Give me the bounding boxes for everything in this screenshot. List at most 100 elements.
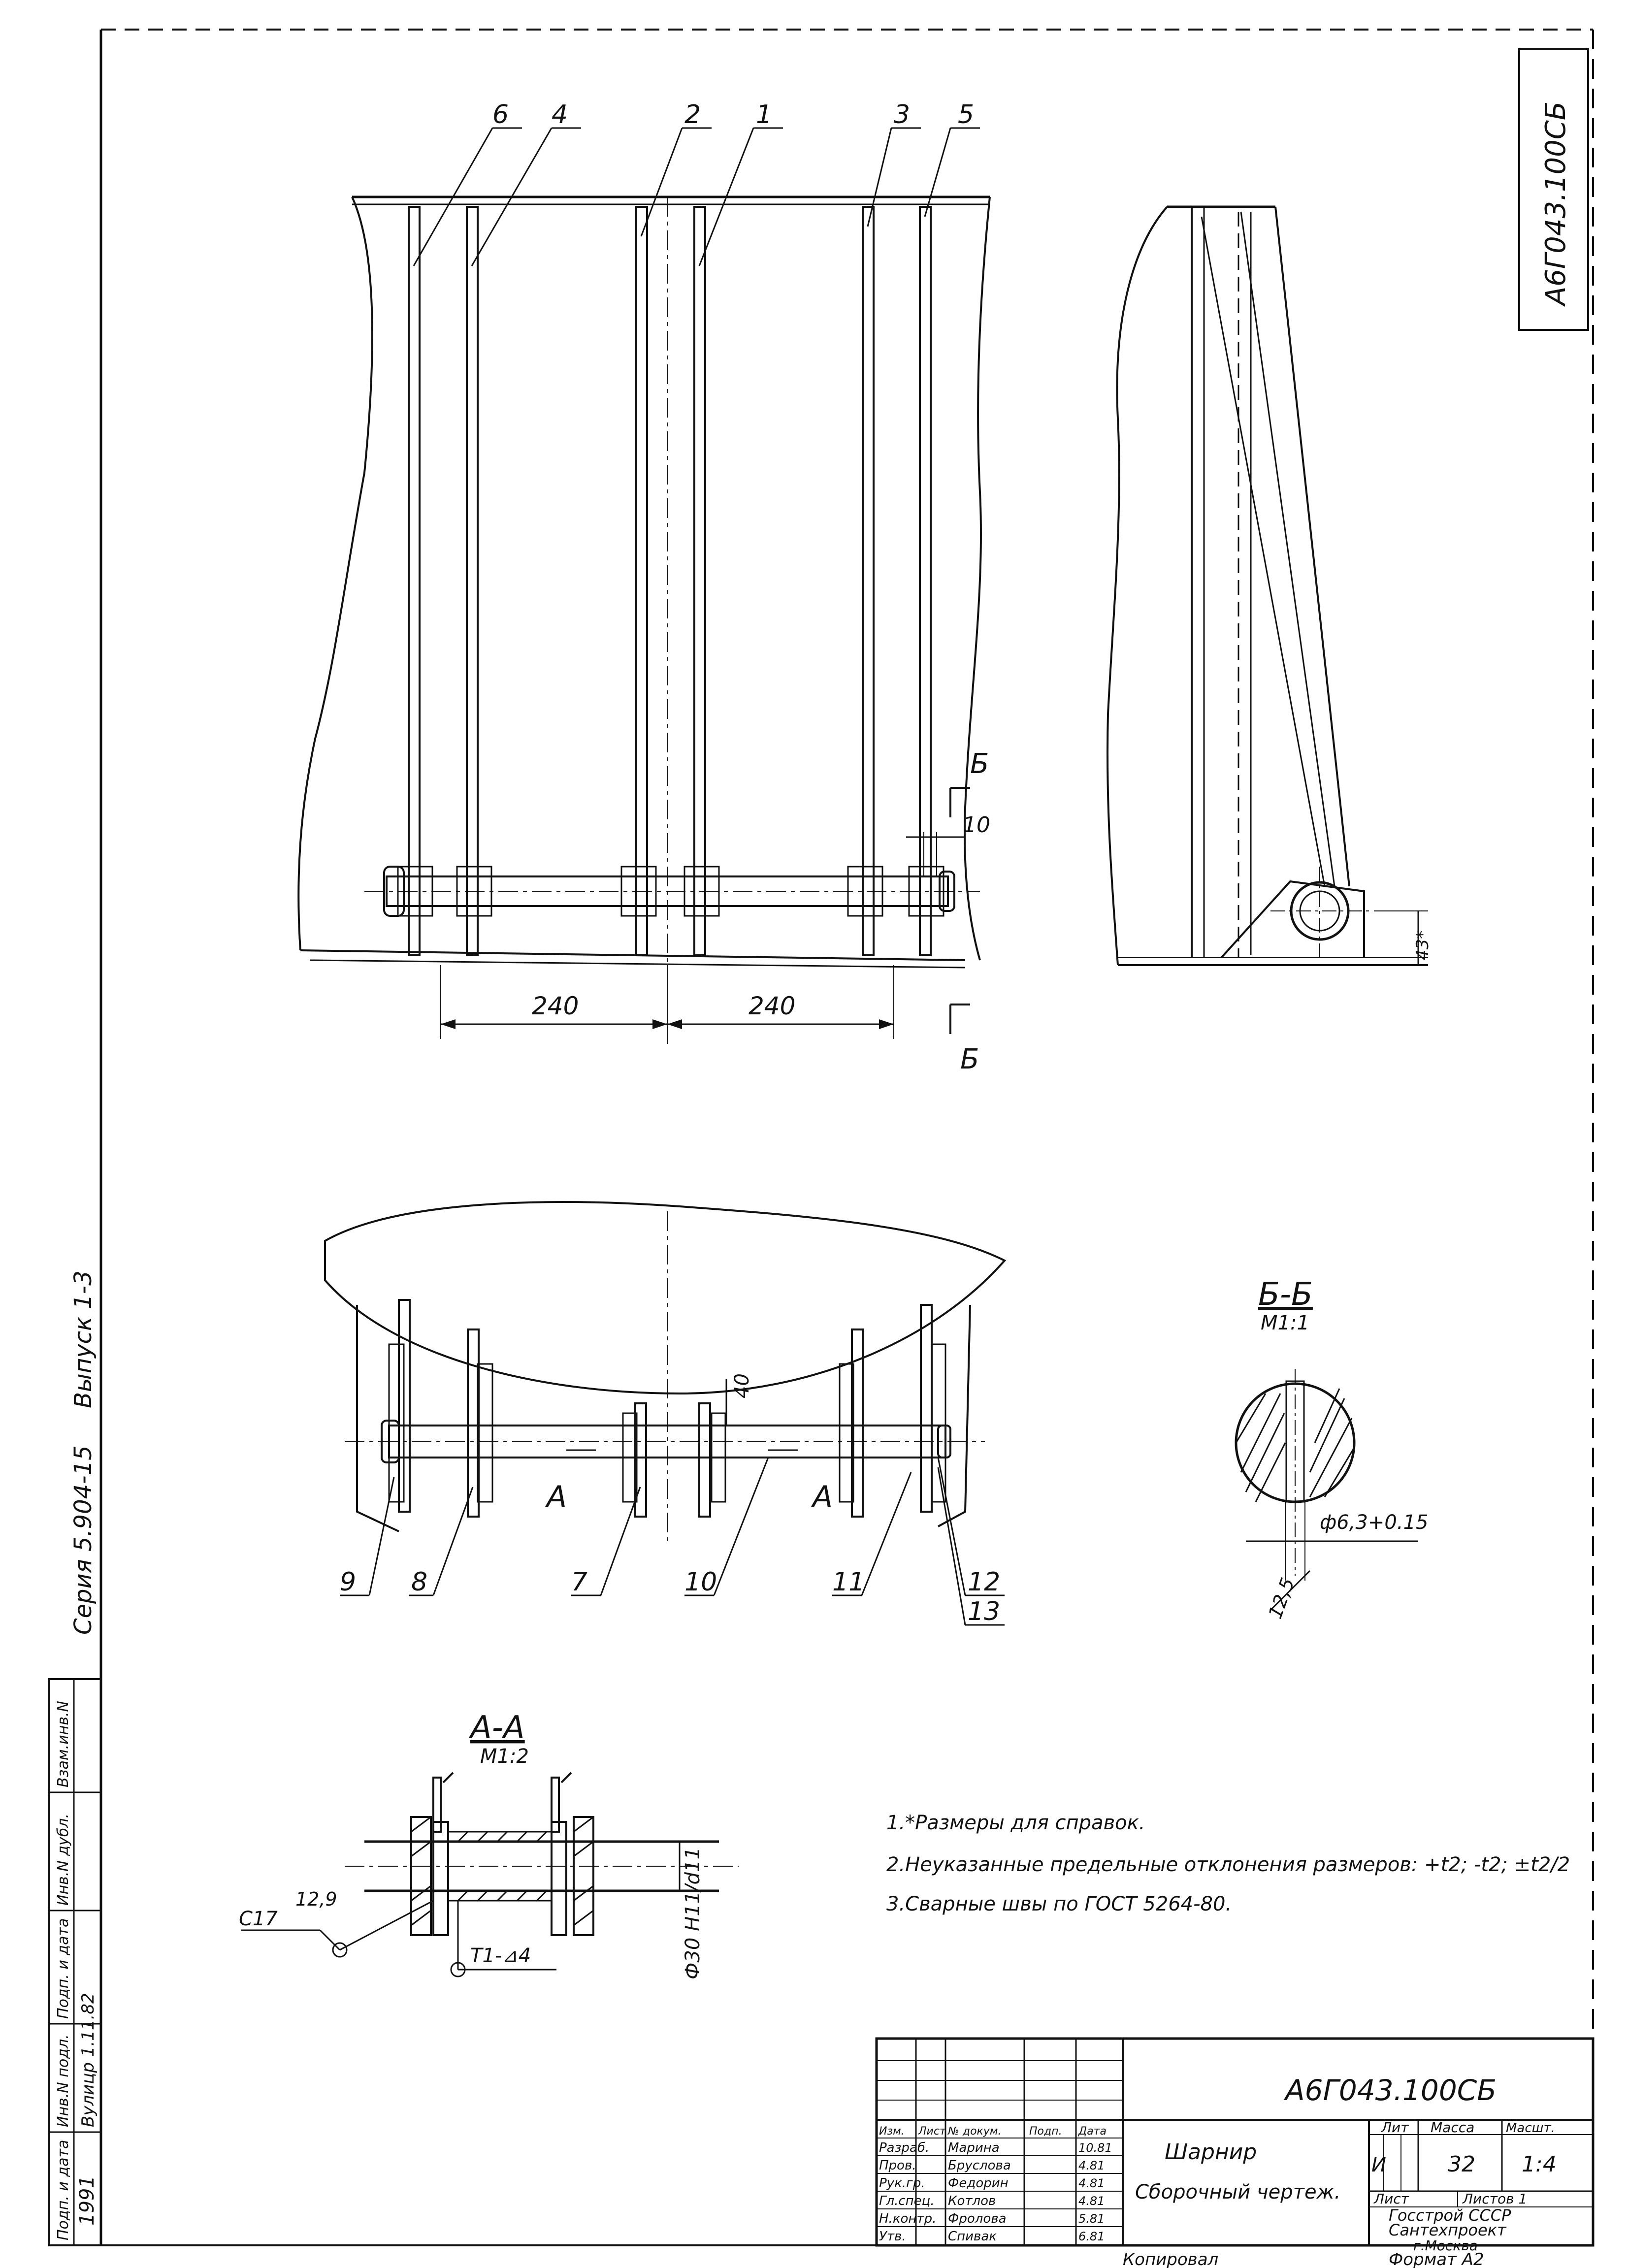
row-nkontr-date: 5.81: [1078, 2212, 1105, 2226]
balloon-2: 2: [684, 100, 701, 130]
col-header-list: Лист: [918, 2125, 946, 2138]
section-bb-hatch: [1235, 1388, 1355, 1502]
title-block-doc-type: Сборочный чертеж.: [1135, 2181, 1340, 2203]
lit-label: Лит: [1381, 2119, 1409, 2136]
section-bb-scale: М1:1: [1261, 1312, 1309, 1334]
balloon-13: 13: [968, 1597, 1000, 1626]
col-header-izm: Изм.: [879, 2125, 905, 2138]
dim-10: 10: [906, 812, 990, 876]
row-razrab-name: Марина: [948, 2140, 1000, 2155]
section-cut-b: Б Б: [949, 748, 989, 1075]
balloon-7: 7: [571, 1567, 587, 1597]
row-prov-name: Бруслова: [948, 2158, 1011, 2173]
dim-240-right-label: 240: [749, 992, 795, 1020]
top-right-stamp: А6Г043.100СБ: [1518, 48, 1589, 331]
technical-notes: 1.*Размеры для справок. 2.Неуказанные пр…: [886, 1812, 1570, 1915]
scale-value: 1:4: [1522, 2152, 1557, 2177]
note-1: 1.*Размеры для справок.: [886, 1812, 1145, 1834]
org-line-1: Госстрой СССР: [1389, 2206, 1511, 2225]
stamp-cell-4: Инв.N подл.: [55, 2034, 72, 2127]
stamp-cell-2: Инв.N дубл.: [55, 1814, 72, 1906]
weld-left-label: С17: [239, 1908, 278, 1930]
dim-10-label: 10: [963, 812, 990, 838]
dim-40-label: 40: [731, 1373, 753, 1398]
balloon-8: 8: [411, 1567, 427, 1597]
org-line-3: г.Москва: [1413, 2237, 1478, 2254]
sheet-frame: [99, 29, 1594, 2246]
balloon-12: 12: [968, 1567, 1000, 1597]
dim-bb-diameter: ф6,3+0.15: [1320, 1511, 1428, 1534]
note-2: 2.Неуказанные предельные отклонения разм…: [886, 1853, 1570, 1876]
row-utv-date: 6.81: [1078, 2230, 1105, 2243]
section-aa-title: А-А: [468, 1710, 525, 1746]
cut-letter-b-top: Б: [970, 748, 989, 780]
cut-letter-a-left: А: [545, 1480, 567, 1514]
front-view: 6 4 2 1 3 5 Б Б 10 240: [297, 100, 991, 1075]
stamp-cell-3: Подп. и дата: [55, 1918, 72, 2019]
series-labels: Серия 5.904-15 Выпуск 1-3: [69, 1270, 97, 1635]
row-glspec-role: Гл.спец.: [879, 2194, 935, 2208]
dim-240: 240 240: [440, 965, 894, 1039]
plates: [408, 206, 932, 956]
plan-view: А А 40 9 8 7 10 11 12 13: [324, 1201, 1007, 1626]
col-header-sign: Подп.: [1029, 2125, 1062, 2138]
row-razrab-date: 10.81: [1078, 2141, 1112, 2155]
copied-label: Копировал: [1123, 2250, 1218, 2268]
org-line-2: Сантехпроект: [1389, 2221, 1507, 2239]
row-glspec-name: Котлов: [948, 2194, 996, 2208]
sheets-label: Листов 1: [1462, 2191, 1527, 2207]
col-header-date: Дата: [1078, 2125, 1107, 2138]
issue-label: Выпуск 1-3: [69, 1270, 97, 1408]
row-utv-role: Утв.: [879, 2229, 906, 2244]
cut-letter-b-bottom: Б: [960, 1043, 979, 1075]
row-razrab-role: Разраб.: [879, 2140, 929, 2155]
lit-value: И: [1371, 2154, 1386, 2176]
section-aa-scale: М1:2: [480, 1745, 529, 1768]
section-aa-hatch: [410, 1816, 594, 1936]
stamp-year: 1991: [76, 2175, 98, 2226]
row-nkontr-name: Фролова: [948, 2211, 1007, 2226]
weld-left-size: 12,9: [295, 1888, 337, 1910]
section-bb-title: Б-Б: [1258, 1276, 1313, 1313]
dim-240-left-label: 240: [532, 992, 579, 1020]
row-rukgr-role: Рук.гр.: [879, 2176, 925, 2191]
weld-right-label: Т1-⊿4: [470, 1944, 531, 1967]
stamp-cell-5: Подп. и дата: [55, 2140, 72, 2240]
sheet-label: Лист: [1373, 2191, 1409, 2207]
balloon-10: 10: [684, 1567, 717, 1597]
row-nkontr-role: Н.контр.: [879, 2211, 936, 2226]
title-block: А6Г043.100СБ Шарнир Сборочный чертеж. Из…: [875, 2037, 1595, 2254]
dim-shaft-fit: Ф30 Н11/d11: [682, 1847, 704, 1979]
section-a-a: А-А М1:2: [239, 1710, 739, 1979]
balloon-1: 1: [756, 100, 772, 130]
row-prov-date: 4.81: [1078, 2159, 1105, 2172]
col-header-doc: № докум.: [947, 2125, 1001, 2138]
row-utv-name: Спивак: [948, 2229, 997, 2244]
balloon-6: 6: [492, 100, 509, 130]
vertical-drawing-code: А6Г043.100СБ: [1540, 101, 1572, 307]
balloon-9: 9: [340, 1567, 356, 1597]
row-glspec-date: 4.81: [1078, 2194, 1105, 2208]
side-view: 43*: [1107, 205, 1433, 966]
balloon-3: 3: [894, 100, 910, 130]
series-label: Серия 5.904-15: [69, 1445, 97, 1635]
left-edge-stamp: Взам.инв.N Инв.N дубл. Подп. и дата Инв.…: [48, 1678, 102, 2246]
format-label: Формат А2: [1389, 2250, 1484, 2268]
stamp-cell-1: Взам.инв.N: [55, 1701, 72, 1787]
title-block-name: Шарнир: [1165, 2139, 1257, 2165]
balloon-5: 5: [958, 100, 974, 130]
stamp-signature: Вулицр 1.11.82: [78, 1993, 98, 2127]
mass-value: 32: [1448, 2152, 1475, 2177]
dim-ref-side: 43*: [1413, 931, 1433, 960]
balloon-4: 4: [552, 100, 568, 130]
row-rukgr-date: 4.81: [1078, 2176, 1105, 2190]
balloon-11: 11: [832, 1567, 865, 1597]
scale-label: Масшт.: [1506, 2121, 1555, 2136]
mass-label: Масса: [1431, 2119, 1474, 2136]
title-block-code: А6Г043.100СБ: [1283, 2074, 1497, 2107]
section-b-b: Б-Б М1:1 ф6,3+0.15 12,5: [1235, 1276, 1428, 1622]
note-3: 3.Сварные швы по ГОСТ 5264-80.: [886, 1893, 1232, 1915]
cut-letter-a-right: А: [811, 1480, 833, 1514]
dim-12-5: 12,5: [1264, 1575, 1299, 1622]
